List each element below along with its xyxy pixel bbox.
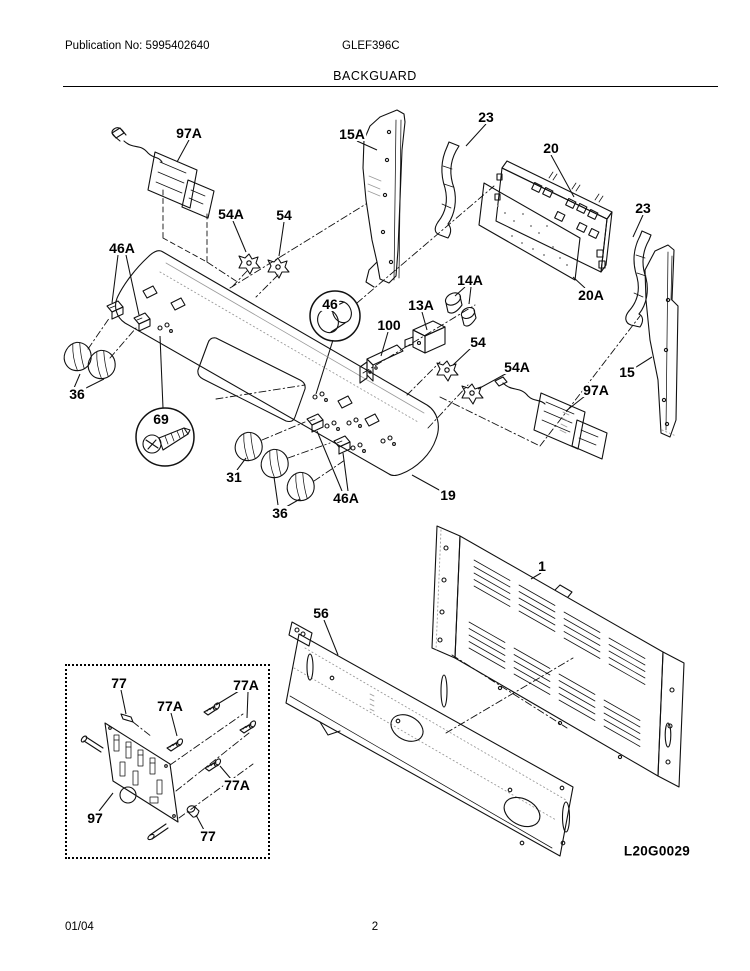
alignment-lines (87, 185, 641, 819)
part-callout-36: 36 (271, 505, 289, 521)
part-56-shield-panel (285, 621, 574, 857)
part-callout-77: 77 (110, 675, 128, 691)
part-callout-46: 46 (321, 296, 339, 312)
part-100-bracket (359, 344, 404, 384)
part-callout-19: 19 (439, 487, 457, 503)
part-1-rear-panel (431, 525, 685, 788)
drawing-number: L20G0029 (623, 843, 691, 859)
part-callout-100: 100 (376, 317, 402, 333)
part-callout-77a: 77A (223, 777, 251, 793)
part-callout-13a: 13A (407, 297, 435, 313)
part-callout-56: 56 (312, 605, 330, 621)
part-callout-23: 23 (477, 109, 495, 125)
part-callout-77a: 77A (232, 677, 260, 693)
clips-46a (106, 300, 351, 455)
part-15a-bracket (362, 109, 406, 288)
part-97a-left (111, 127, 215, 263)
footer-date: 01/04 (65, 921, 94, 933)
page-title: BACKGUARD (333, 69, 417, 83)
part-callout-15: 15 (618, 364, 636, 380)
part-callout-20a: 20A (577, 287, 605, 303)
model-number: GLEF396C (342, 40, 400, 52)
part-19-control-panel (115, 250, 439, 477)
part-callout-97: 97 (86, 810, 104, 826)
part-14a-spacers (444, 292, 477, 327)
part-callout-46a: 46A (332, 490, 360, 506)
part-callout-23: 23 (634, 200, 652, 216)
part-23-right-brace (625, 230, 652, 328)
part-callout-97a: 97A (582, 382, 610, 398)
part-callout-54a: 54A (217, 206, 245, 222)
part-97a-right (494, 376, 608, 460)
inset-board-97 (80, 701, 258, 841)
inset-detail-box (65, 664, 270, 859)
part-callout-20: 20 (542, 140, 560, 156)
part-callout-54: 54 (275, 207, 293, 223)
publication-number: Publication No: 5995402640 (65, 40, 210, 52)
part-callout-77a: 77A (156, 698, 184, 714)
part-callout-77: 77 (199, 828, 217, 844)
part-callout-97a: 97A (175, 125, 203, 141)
part-callout-36: 36 (68, 386, 86, 402)
part-callout-46a: 46A (108, 240, 136, 256)
part-callout-14a: 14A (456, 272, 484, 288)
part-callout-31: 31 (225, 469, 243, 485)
part-callout-54a: 54A (503, 359, 531, 375)
part-20-control-board (494, 160, 613, 273)
part-callout-69: 69 (152, 411, 170, 427)
footer-page-number: 2 (371, 921, 379, 933)
part-13a-switch (404, 320, 446, 354)
header-rule (63, 86, 718, 88)
clips-54-54a (238, 253, 484, 405)
part-callout-54: 54 (469, 334, 487, 350)
detail-circle-69 (135, 407, 195, 467)
part-callout-15a: 15A (338, 126, 366, 142)
part-15-bracket (644, 244, 679, 438)
part-23-left-brace (434, 141, 460, 239)
part-callout-1: 1 (537, 558, 547, 574)
part-20a-insulator (478, 182, 581, 281)
